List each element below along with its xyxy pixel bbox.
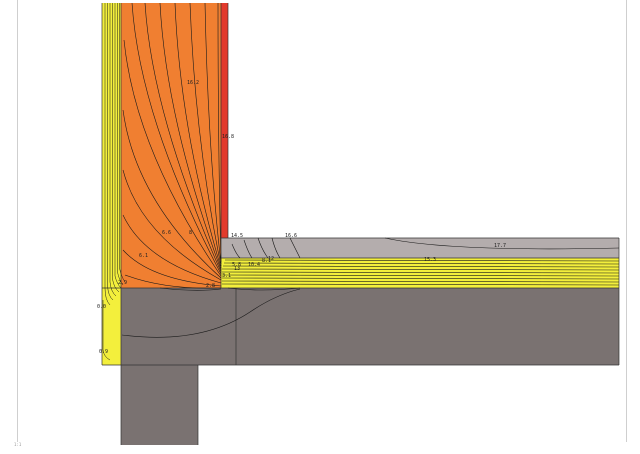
isotherm-label: 8.1 xyxy=(262,258,271,264)
isotherm-label: 17.7 xyxy=(494,243,506,249)
isotherm-label: 15.3 xyxy=(424,257,436,263)
isotherm-label: 0.0 xyxy=(97,304,106,310)
corner-scale-label: 1:1 xyxy=(14,442,22,447)
isotherm-label: 3.1 xyxy=(222,273,231,279)
isotherm-label: 14.5 xyxy=(231,233,243,239)
wall-insulation-layer xyxy=(102,3,121,288)
isotherm-label: 12 xyxy=(268,256,274,262)
isotherm-label: 2.8 xyxy=(206,283,215,289)
isotherm-label: 10.4 xyxy=(248,262,260,268)
material-boundaries xyxy=(101,3,620,445)
floor-slab xyxy=(121,288,619,365)
isotherm-label: 16.8 xyxy=(222,134,234,140)
isotherm-label: 16.6 xyxy=(285,233,297,239)
isotherm-label: 5.8 xyxy=(232,262,241,268)
foundation-wall xyxy=(121,365,198,445)
wall-render-layer xyxy=(221,3,228,238)
isotherm-label: 16.2 xyxy=(187,80,199,86)
isotherm-label: 6.1 xyxy=(139,253,148,259)
isotherms-wall-insulation xyxy=(102,3,126,361)
isotherms-floor xyxy=(221,237,620,286)
isotherm-label: 13 xyxy=(234,266,240,272)
isotherms-masonry xyxy=(122,2,222,291)
isotherm-label: 8 xyxy=(189,230,192,236)
isotherm-label: 0.9 xyxy=(99,349,108,355)
wall-insulation-plinth xyxy=(102,288,121,365)
frame-right-border xyxy=(626,0,627,442)
isotherm-label-group: 16.2 16.8 6.6 8 6.1 2.9 2.8 0.0 0.9 14.5… xyxy=(97,80,506,355)
floor-screed-layer xyxy=(221,238,619,258)
isotherms-slab xyxy=(121,287,301,338)
isotherm-label: 2.9 xyxy=(118,280,127,286)
isotherm-label: 6.6 xyxy=(162,230,171,236)
frame-left-border xyxy=(17,0,18,442)
